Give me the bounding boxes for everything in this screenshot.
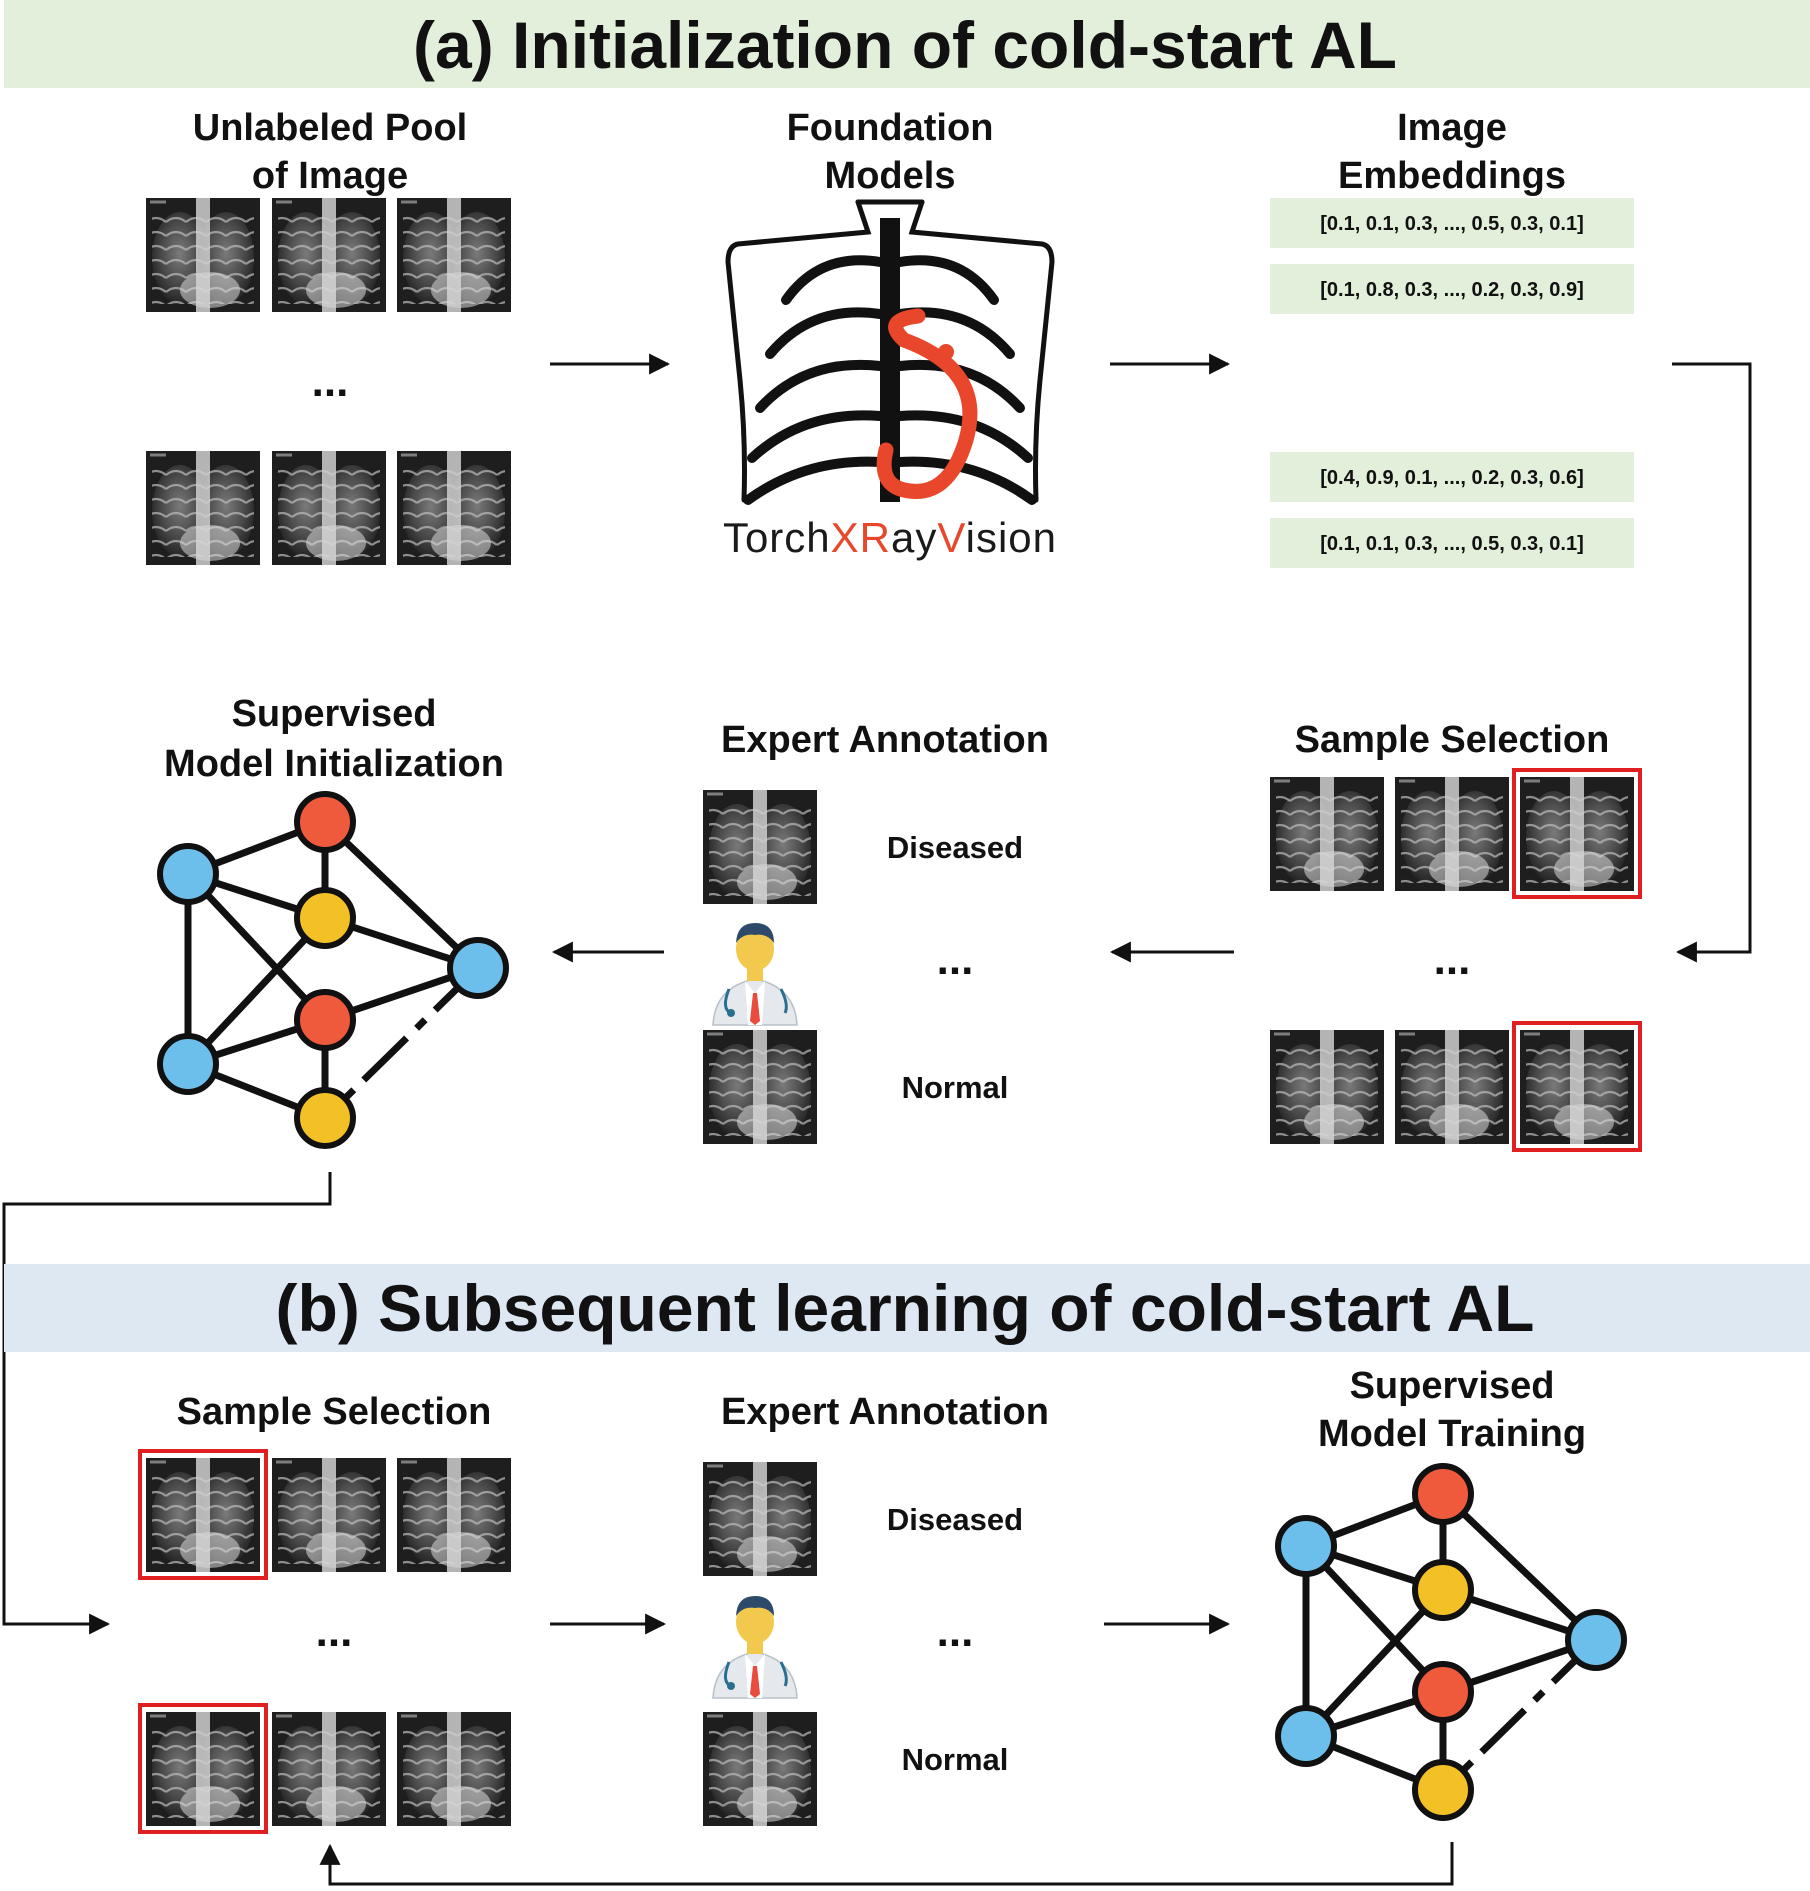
annotation-label-diseased: Diseased [887,830,1023,865]
selected-sample-highlight [138,1449,268,1580]
embedding-box [1270,264,1634,314]
supervised-training-label-line1: Supervised [1350,1365,1555,1407]
foundation-models-label-line1: Foundation [787,107,994,149]
selected-sample-highlight [138,1703,268,1834]
doctor-icon [705,907,805,1027]
sample-selection-a-label: Sample Selection [1295,719,1610,761]
embedding-box [1270,518,1634,568]
embedding-vector: [0.1, 0.8, 0.3, ..., 0.2, 0.3, 0.9] [1320,279,1584,301]
expert-annotation-a-label: Expert Annotation [721,719,1049,761]
embedding-box [1270,452,1634,502]
supervised-training-label-line2: Model Training [1318,1413,1586,1455]
arrow-training-feedback-loop [319,1842,1454,1886]
foundation-models-label-line2: Models [825,155,956,197]
annotated-xray-normal [701,1710,819,1828]
embedding-vector: [0.1, 0.1, 0.3, ..., 0.5, 0.3, 0.1] [1320,533,1584,555]
xray-thumbnail [270,1456,388,1574]
xray-thumbnail [395,196,513,314]
xray-thumbnail [395,1456,513,1574]
annotation-label-normal: Normal [902,1742,1009,1777]
image-embeddings-label-line1: Image [1397,107,1507,149]
xray-thumbnail [1268,775,1386,893]
xray-thumbnail [144,196,262,314]
selected-sample-highlight [1512,768,1642,899]
sample-selection-b-ellipsis: ... [316,1607,353,1656]
xray-thumbnail [270,449,388,567]
annotated-xray-diseased [701,1460,819,1578]
embedding-vector: [0.1, 0.1, 0.3, ..., 0.5, 0.3, 0.1] [1320,213,1584,235]
unlabeled-pool-ellipsis: ... [312,357,349,406]
expert-annotation-b-label: Expert Annotation [721,1391,1049,1433]
expert-annotation-b-ellipsis: ... [937,1607,974,1656]
xray-thumbnail [270,1710,388,1828]
graph-network-icon [1275,1463,1627,1821]
sample-selection-b-label: Sample Selection [177,1391,492,1433]
unlabeled-pool-label-line2: of Image [252,155,408,197]
annotated-xray-normal [701,1028,819,1146]
xray-thumbnail [1393,1028,1511,1146]
doctor-icon [705,1580,805,1700]
torchxrayvision-logo-text: TorchXRayVision [723,514,1057,561]
section-a-banner [4,0,1810,88]
section-a-title: (a) Initialization of cold-start AL [413,8,1397,82]
expert-annotation-a-ellipsis: ... [937,935,974,984]
unlabeled-pool-label-line1: Unlabeled Pool [193,107,467,149]
xray-thumbnail [1518,1028,1636,1146]
sample-selection-b-images [138,1449,513,1834]
xray-thumbnail [270,196,388,314]
embedding-vector: [0.4, 0.9, 0.1, ..., 0.2, 0.3, 0.6] [1320,467,1584,489]
image-embeddings-label-line2: Embeddings [1338,155,1566,197]
xray-thumbnail [395,1710,513,1828]
selected-sample-highlight [1512,1021,1642,1152]
torchxrayvision-logo-graphic [725,199,1055,505]
supervised-init-label-line1: Supervised [232,693,437,735]
embedding-vector-list: [0.1, 0.1, 0.3, ..., 0.5, 0.3, 0.1] [0.1… [1270,198,1634,568]
annotation-label-diseased: Diseased [887,1502,1023,1537]
arrow-embeddings-to-selection [1672,362,1752,963]
xray-thumbnail [395,449,513,567]
xray-thumbnail [1393,775,1511,893]
section-b-title: (b) Subsequent learning of cold-start AL [276,1271,1535,1345]
embedding-box [1270,198,1634,248]
supervised-init-label-line2: Model Initialization [164,743,504,785]
xray-thumbnail [1268,1028,1386,1146]
annotation-label-normal: Normal [902,1070,1009,1105]
xray-thumbnail [1518,775,1636,893]
xray-thumbnail [144,1456,262,1574]
graph-network-icon [157,791,509,1149]
sample-selection-a-ellipsis: ... [1434,935,1471,984]
xray-thumbnail [144,1710,262,1828]
arrow-init-to-subsequent [2,1172,332,1635]
section-b-banner [4,1264,1810,1352]
sample-selection-a-images [1268,768,1642,1152]
annotated-xray-diseased [701,788,819,906]
xray-thumbnail [144,449,262,567]
